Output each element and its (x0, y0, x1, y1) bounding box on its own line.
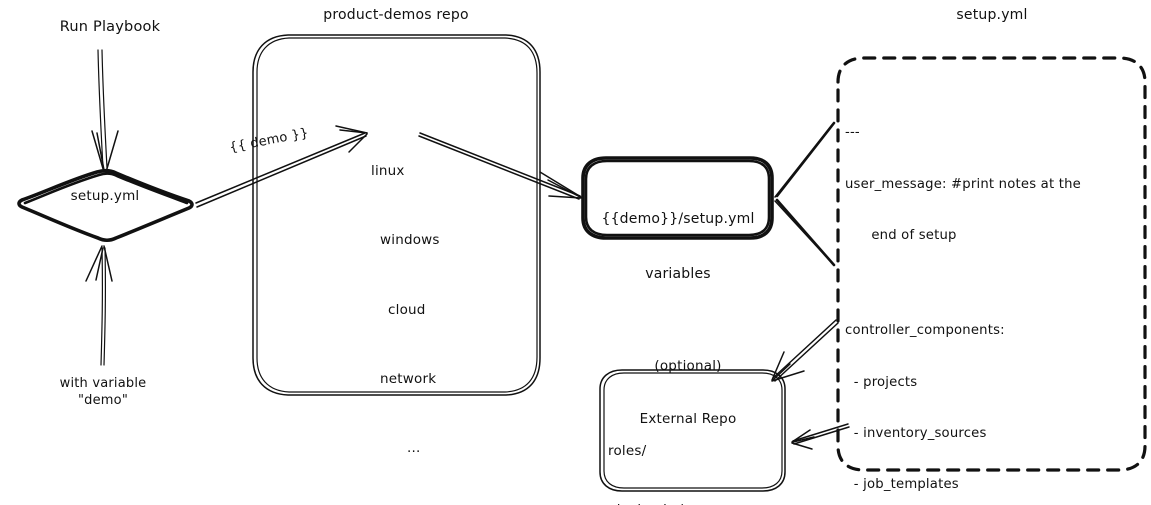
yaml-line: end of setup (845, 228, 957, 244)
yaml-line: --- (845, 125, 860, 141)
external-repo-title-line1: (optional) (654, 357, 722, 374)
external-repo-body: roles/ playbooks/ .... (608, 403, 683, 505)
yaml-line: user_message: #print notes at the (845, 176, 1081, 192)
setup-yml-diamond-label: setup.yml (70, 188, 140, 204)
controller-projects-to-external-repo-arrow (771, 319, 839, 382)
run-playbook-arrow (91, 49, 119, 173)
variables-box-line2: variables (645, 266, 711, 283)
repo-tree-item-cloud: cloud (388, 301, 426, 318)
demo-variable-arrow (195, 125, 368, 208)
product-demos-repo-title: product-demos repo (323, 7, 469, 23)
variables-box-line1: {{demo}}/setup.yml (601, 210, 755, 227)
run-playbook-label: Run Playbook (59, 19, 161, 35)
setup-yml-dashed-box (836, 56, 1147, 472)
repo-tree-item-ellipsis: ... (407, 440, 421, 457)
repo-tree-list: linux windows cloud network ... (371, 127, 440, 505)
repo-tree-item-linux: linux (371, 162, 405, 179)
repo-tree-item-windows: windows (380, 232, 440, 249)
controller-job-templates-to-external-repo-arrow (791, 423, 850, 450)
yaml-line: controller_components: (845, 323, 1005, 339)
yaml-spacer (845, 279, 1081, 288)
repo-tree-item-network: network (380, 370, 437, 387)
external-repo-box (599, 369, 786, 492)
product-demos-repo-box (252, 34, 541, 396)
external-repo-item-roles: roles/ (608, 443, 647, 460)
external-repo-title: (optional) External Repo (640, 322, 737, 465)
yaml-line: - job_templates (845, 477, 959, 493)
with-variable-label: with variable "demo" (59, 376, 147, 409)
yaml-line: - inventory_sources (845, 425, 987, 441)
setup-yml-box-title: setup.yml (956, 7, 1028, 23)
setup-to-variables-connector (774, 121, 836, 267)
with-variable-arrow (85, 245, 113, 366)
variables-box-text: {{demo}}/setup.yml variables (601, 173, 754, 321)
yaml-line: - projects (845, 374, 918, 390)
setup-yml-content: --- user_message: #print notes at the en… (845, 90, 1081, 505)
variables-box (581, 156, 774, 240)
external-repo-item-playbooks: playbooks/ (608, 501, 683, 505)
setup-yml-diamond (17, 168, 194, 243)
linux-to-variables-arrow (418, 132, 582, 200)
external-repo-title-line2: External Repo (639, 411, 737, 428)
